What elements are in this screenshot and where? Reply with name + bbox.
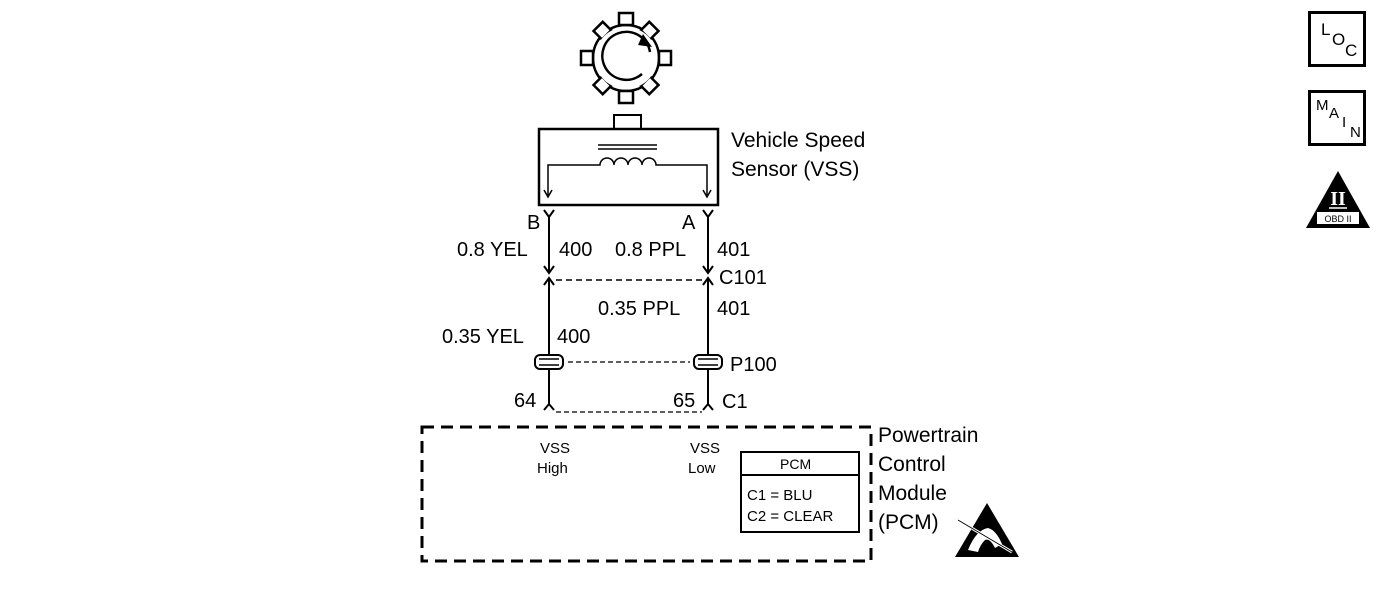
loc-button[interactable]: L O C [1308,11,1366,67]
loc-letter-1: L [1321,20,1331,39]
pcm-module-line2: Control [878,453,946,476]
connector-c1-label: C1 [722,391,748,413]
loc-letter-3: C [1345,41,1358,60]
main-letter-4: N [1350,124,1361,141]
pin-64-label: 64 [514,390,536,412]
sensor-title-line1: Vehicle Speed [731,129,865,152]
vss-high-line1: VSS [540,440,570,457]
obd-ii-label: OBD II [1324,214,1351,224]
pcm-outline [420,425,873,563]
p100-left-passthrough [534,354,564,370]
obd-ii-numeral: II [1330,188,1346,210]
wire-right [702,209,714,411]
connector-c101-label: C101 [719,267,767,289]
wire-left-top-color: 0.8 YEL [457,239,528,261]
sensor-title-line2: Sensor (VSS) [731,158,859,181]
pin-65-label: 65 [673,390,695,412]
p100-right-passthrough [693,354,723,370]
tone-wheel-icon [579,11,673,105]
vss-low-line1: VSS [690,440,720,457]
pin-a-label: A [682,212,696,234]
wire-left-top-circuit: 400 [559,239,592,261]
loc-letter-2: O [1332,30,1346,49]
wire-left-bottom-circuit: 400 [557,326,590,348]
pin-b-label: B [527,212,540,234]
wire-right-top-circuit: 401 [717,239,750,261]
wire-left-bottom-color: 0.35 YEL [442,326,524,348]
vss-low-line2: Low [688,460,716,477]
wire-right-bottom-circuit: 401 [717,298,750,320]
vss-sensor-body [537,114,720,207]
main-letter-2: A [1329,105,1340,122]
pcm-box-title: PCM [780,456,811,472]
pcm-module-line4: (PCM) [878,511,939,534]
pcm-module-line3: Module [878,482,947,505]
pcm-c1-line: C1 = BLU [747,487,812,504]
pcm-c2-line: C2 = CLEAR [747,508,833,525]
esd-warning-icon [955,503,1019,557]
connector-p100-label: P100 [730,354,777,376]
pcm-info-box [740,451,860,533]
vss-high-line2: High [537,460,568,477]
obd-ii-button[interactable]: II OBD II [1305,170,1371,230]
wire-right-bottom-color: 0.35 PPL [598,298,680,320]
main-button[interactable]: M A I N [1308,90,1366,146]
pcm-module-line1: Powertrain [878,424,978,447]
main-letter-3: I [1342,114,1347,131]
wire-right-top-color: 0.8 PPL [615,239,686,261]
main-letter-1: M [1316,97,1329,114]
wire-left [543,209,555,411]
